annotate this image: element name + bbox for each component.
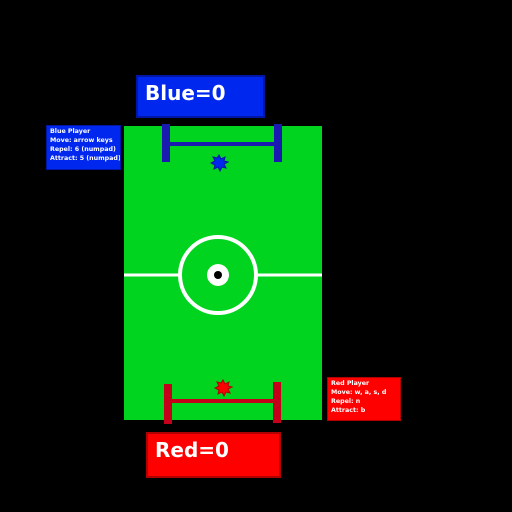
blue-goal-bar — [170, 142, 274, 146]
red-goal-post-left — [164, 384, 172, 424]
blue-player-title: Blue Player — [50, 128, 91, 135]
blue-player-attract-text: Attract: 5 (numpad) — [50, 155, 121, 162]
blue-score: Blue=0 — [136, 75, 265, 118]
blue-player-icon[interactable] — [209, 154, 230, 173]
red-score: Red=0 — [146, 432, 281, 478]
blue-player-move-text: Move: arrow keys — [50, 137, 113, 144]
blue-goal-post-left — [162, 124, 170, 162]
red-player-controls-panel: Red Player Move: w, a, s, d Repel: n Att… — [327, 377, 401, 421]
red-goal-post-right — [273, 382, 281, 423]
blue-goal-post-right — [274, 124, 282, 162]
red-player-title: Red Player — [331, 380, 370, 387]
red-player-repel-text: Repel: n — [331, 398, 361, 405]
red-goal — [164, 382, 281, 424]
red-player-move-text: Move: w, a, s, d — [331, 389, 387, 396]
blue-player-repel-text: Repel: 6 (numpad) — [50, 146, 116, 153]
red-player-icon[interactable] — [213, 379, 234, 398]
red-player-attract-text: Attract: b — [331, 407, 366, 414]
blue-goal — [162, 124, 282, 162]
blue-player-controls-panel: Blue Player Move: arrow keys Repel: 6 (n… — [46, 125, 121, 170]
ball-core — [214, 271, 222, 279]
red-goal-bar — [172, 399, 273, 403]
